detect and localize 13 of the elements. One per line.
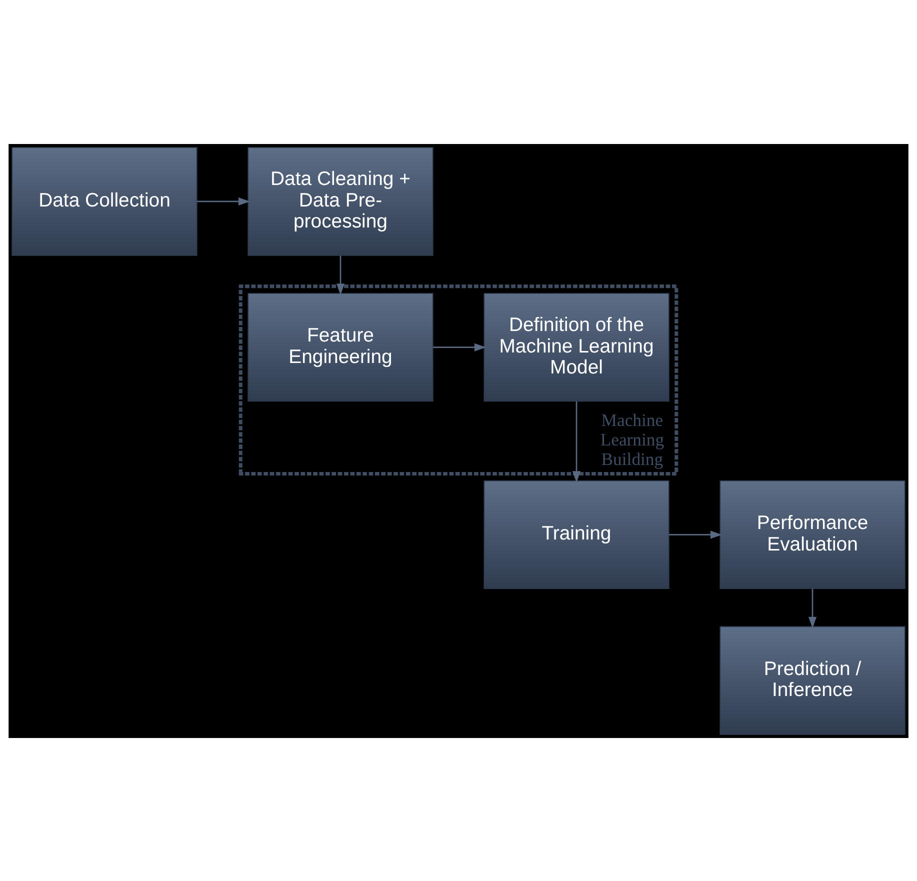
node-box: Performance Evaluation	[720, 480, 906, 589]
node-box: Training	[484, 480, 670, 589]
arrow	[668, 530, 722, 538]
node-box: Prediction / Inference	[720, 626, 906, 734]
arrow	[196, 196, 250, 205]
arrow	[808, 588, 817, 628]
node-box: Data Cleaning + Data Pre-processing	[248, 146, 434, 256]
node-box: Feature Engineering	[248, 292, 434, 402]
arrow	[336, 255, 345, 295]
arrow	[572, 400, 581, 482]
arrow	[432, 342, 486, 351]
node-box: Data Collection	[12, 146, 198, 256]
node-box: Definition of the Machine Learning Model	[484, 292, 670, 402]
